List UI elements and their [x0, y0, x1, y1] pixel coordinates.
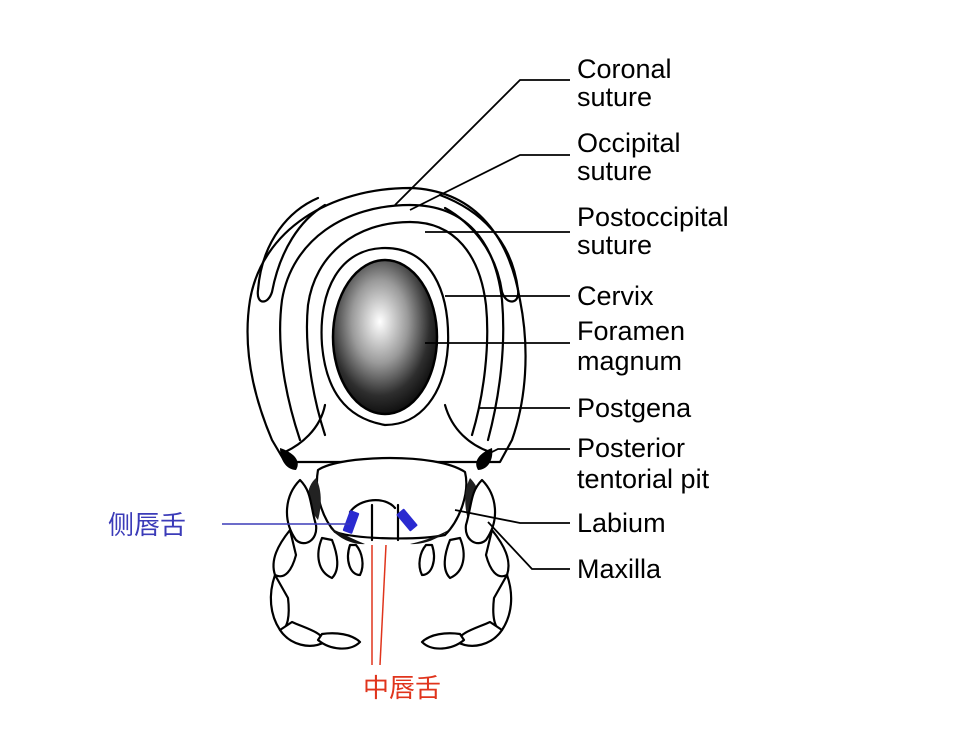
label-postgena: Postgena	[577, 393, 692, 423]
leader-posterior-pit	[479, 448, 570, 459]
paraglossa-marker-left	[342, 510, 360, 534]
label-foramen-1: Foramen	[577, 316, 685, 346]
label-postoccipital-1: Postoccipital	[577, 202, 729, 232]
label-posterior-2: tentorial pit	[577, 464, 710, 494]
label-coronal-1: Coronal	[577, 54, 672, 84]
label-cervix: Cervix	[577, 281, 654, 311]
label-posterior-1: Posterior	[577, 433, 685, 463]
mouthparts	[269, 456, 513, 650]
label-maxilla: Maxilla	[577, 554, 662, 584]
foramen-magnum	[331, 258, 439, 416]
leader-lines	[222, 79, 570, 666]
label-glossa: 中唇舌	[363, 674, 441, 704]
leader-coronal	[394, 79, 570, 206]
leader-maxilla	[487, 521, 570, 570]
label-occipital-1: Occipital	[577, 128, 681, 158]
leader-labium	[454, 509, 570, 524]
label-paraglossa: 侧唇舌	[108, 511, 186, 541]
leader-occipital	[409, 154, 570, 211]
labels: Coronal suture Occipital suture Postocci…	[108, 54, 729, 704]
label-postoccipital-2: suture	[577, 230, 652, 260]
leader-glossa-b	[379, 544, 387, 666]
label-foramen-2: magnum	[577, 346, 682, 376]
label-coronal-2: suture	[577, 82, 652, 112]
label-occipital-2: suture	[577, 156, 652, 186]
label-labium: Labium	[577, 508, 666, 538]
paraglossa-marker-right	[396, 508, 418, 532]
